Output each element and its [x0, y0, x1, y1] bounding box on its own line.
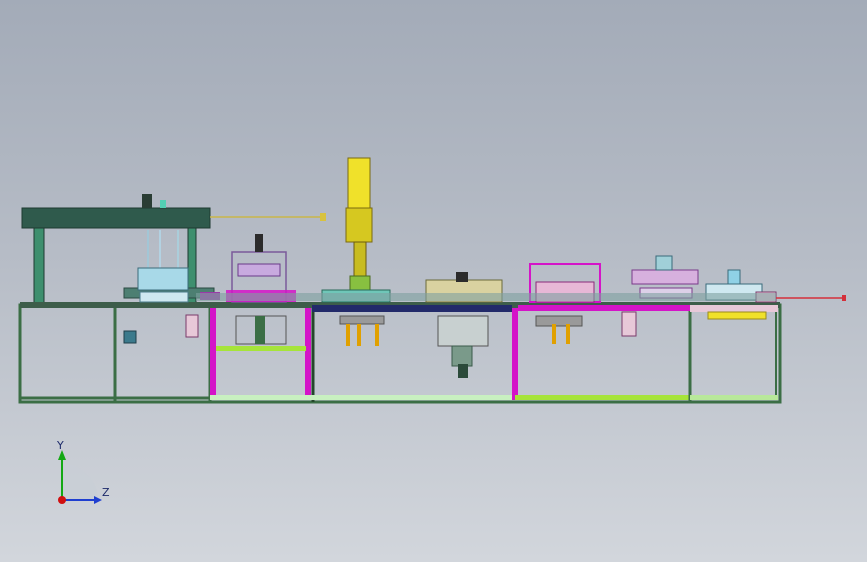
x-axis-origin-dot [58, 496, 66, 504]
base-frame [18, 302, 782, 404]
y-arrowhead-icon [58, 450, 66, 460]
coordinate-triad[interactable]: Y Z [40, 436, 120, 516]
station-1 [123, 267, 215, 338]
y-axis-label: Y [57, 439, 64, 452]
z-arrowhead-icon [94, 496, 102, 504]
station-4 [425, 272, 503, 378]
z-axis-label: Z [102, 486, 110, 499]
station-3-welder [321, 157, 391, 346]
station-6 [631, 255, 699, 299]
conveyor-line [196, 293, 776, 301]
triad-quarter-shade [62, 464, 98, 500]
